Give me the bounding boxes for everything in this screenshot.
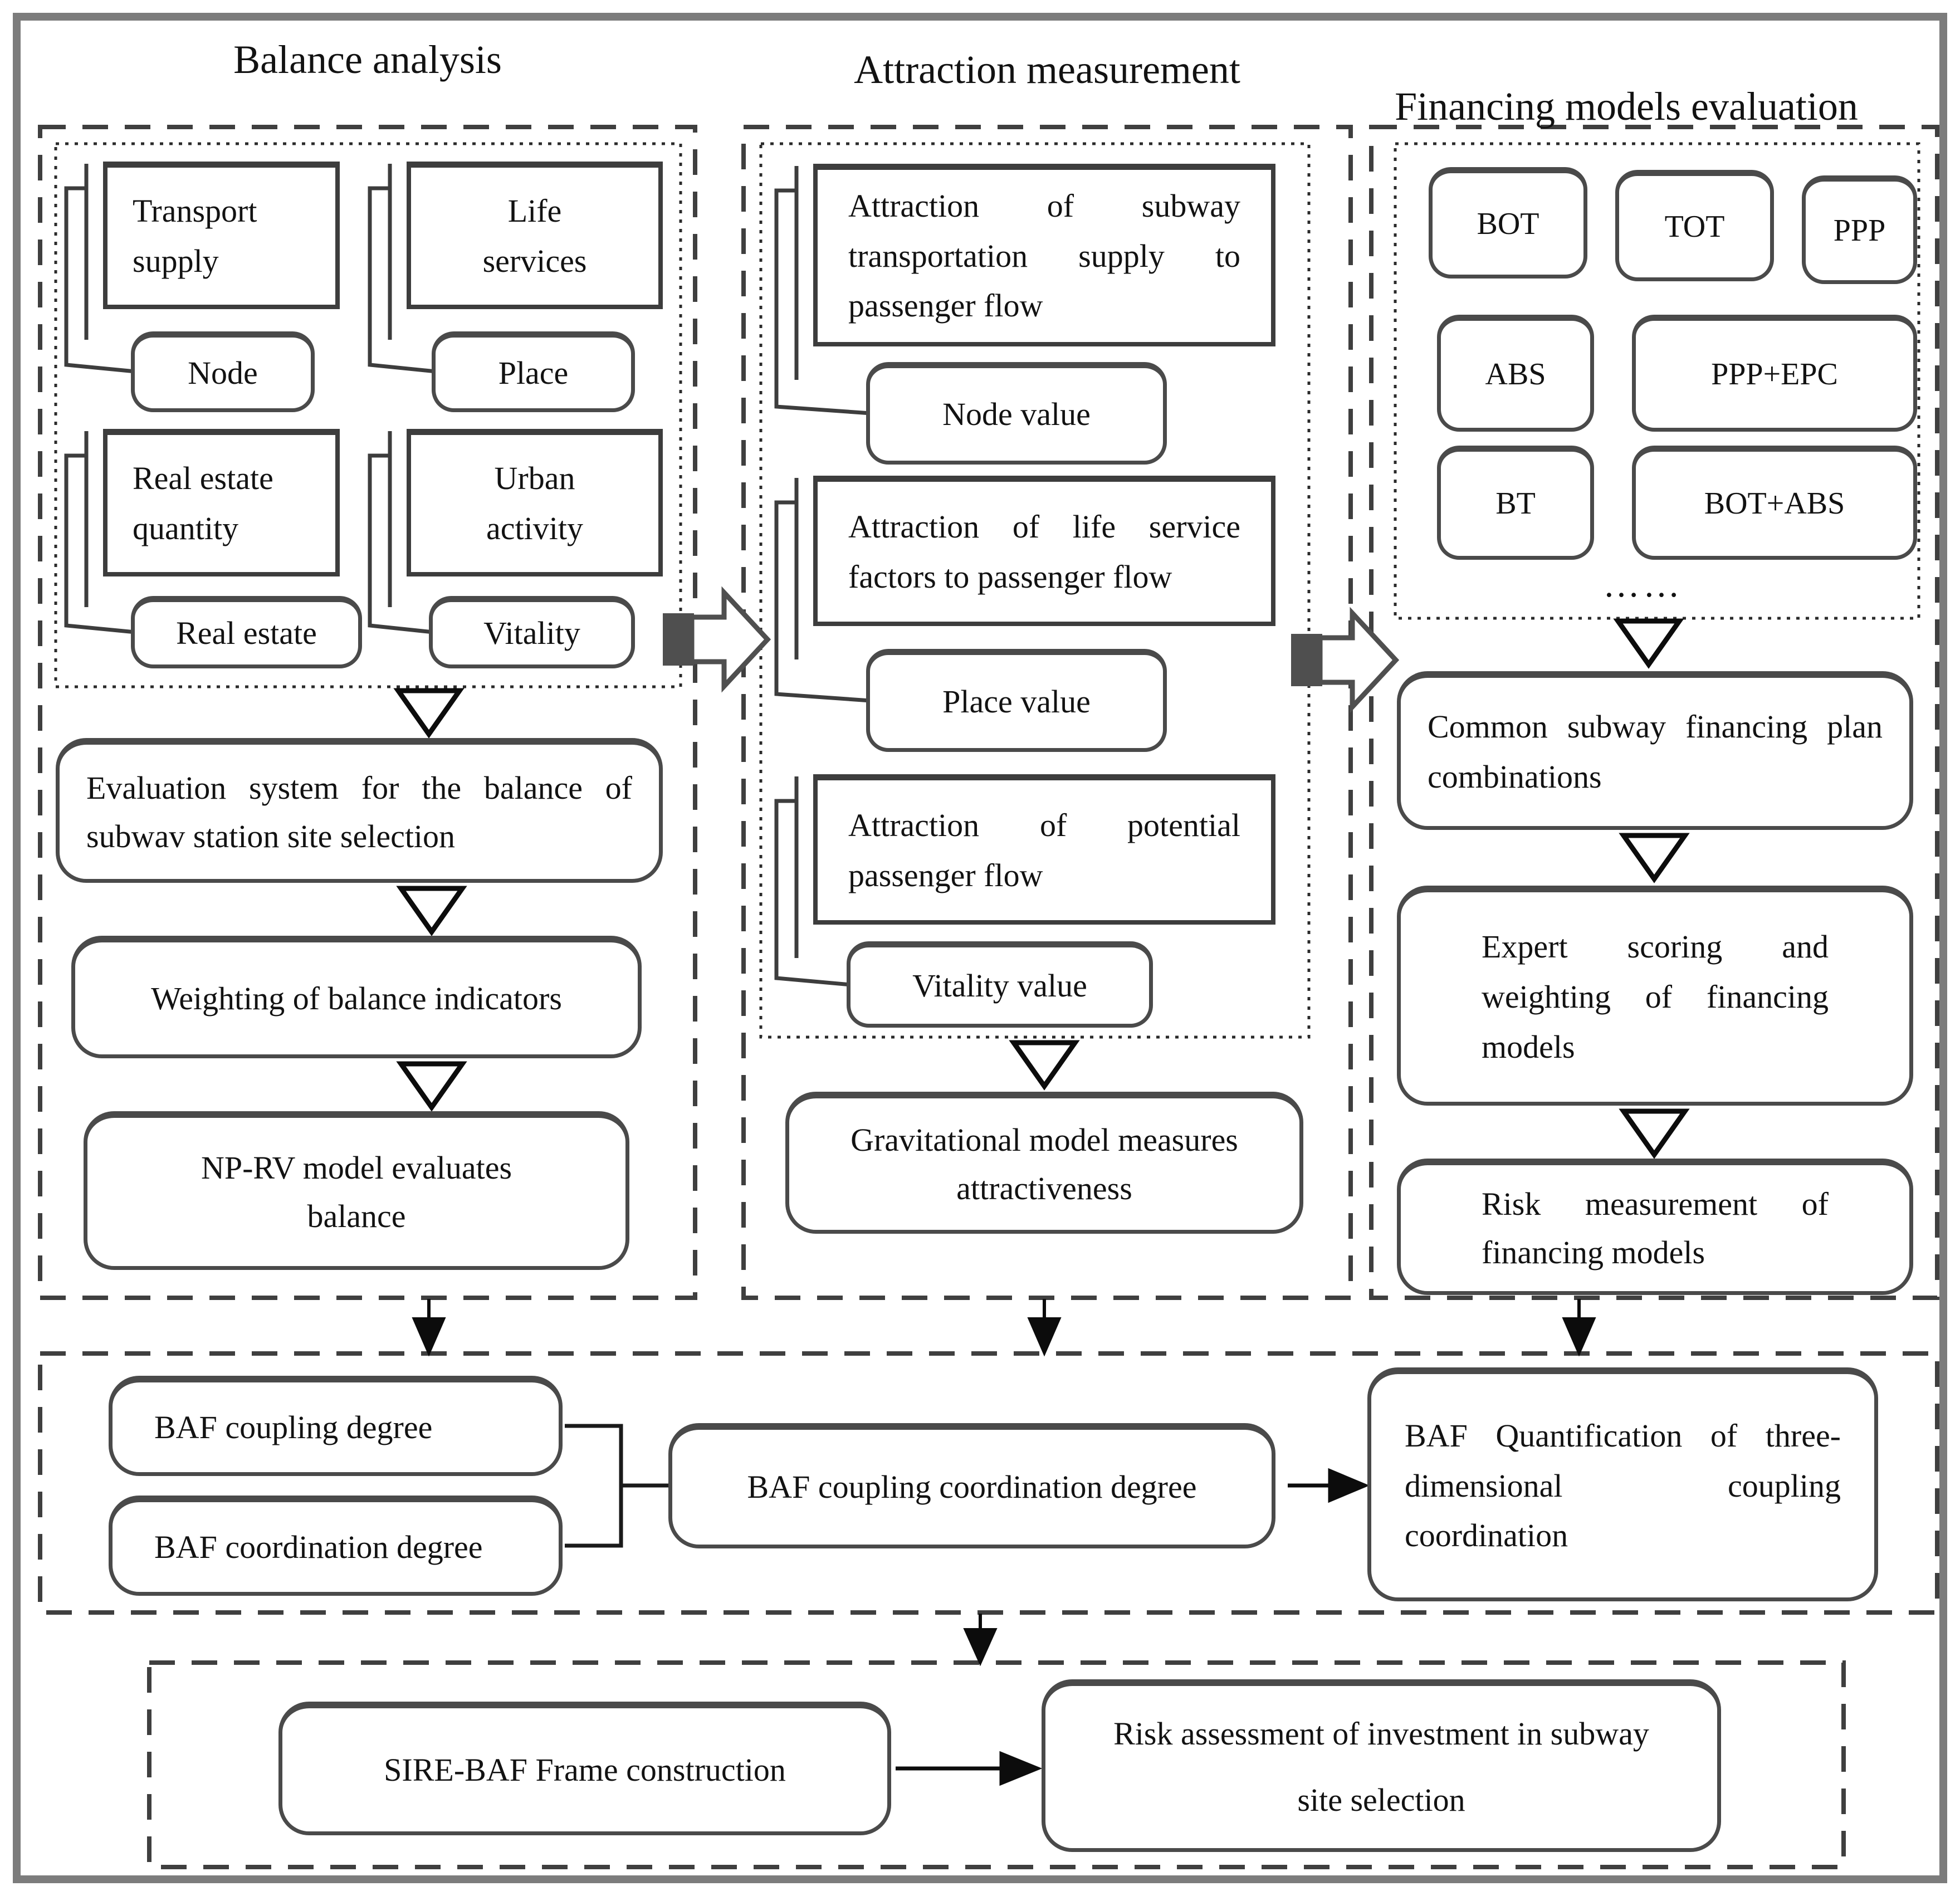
- value-node: Node: [131, 331, 315, 412]
- step-nprv-model: NP-RV model evaluates balance: [84, 1111, 629, 1270]
- financing-column-box: [1369, 125, 1939, 1300]
- baf-quantification-box: BAF Quantification of three-dimensional …: [1367, 1367, 1878, 1601]
- balance-column-box: [38, 125, 697, 1300]
- financing-models-box: [1394, 142, 1920, 620]
- right-arrow-icon: [1288, 1468, 1370, 1503]
- step-risk-measurement: Risk measurement of financing models: [1397, 1159, 1913, 1295]
- value-real-estate: Real estate: [131, 596, 362, 668]
- bracket-vitalityvalue: [774, 776, 852, 987]
- attraction-indicator-box: [759, 142, 1311, 1039]
- model-ppp-epc: PPP+EPC: [1632, 315, 1917, 432]
- bracket-nodevalue: [774, 166, 871, 416]
- factor-subway-supply-attraction: Attraction of subway transportation supp…: [813, 164, 1275, 346]
- value-vitality-value: Vitality value: [847, 941, 1153, 1028]
- bottom-section-box: [147, 1660, 1846, 1869]
- step-common-plan-combinations: Common subway financing plan combination…: [1397, 671, 1913, 830]
- flow-triangle-icon: [1619, 833, 1690, 883]
- down-arrow-icon: [963, 1614, 998, 1667]
- balance-column-title: Balance analysis: [233, 37, 502, 82]
- step-expert-scoring: Expert scoring and weighting of financin…: [1397, 886, 1913, 1106]
- block-arrow-right-icon: [1291, 607, 1400, 714]
- factor-transport-supply: Transport supply: [103, 162, 340, 309]
- factor-real-estate-quantity: Real estate quantity: [103, 429, 340, 576]
- step-weighting-indicators: Weighting of balance indicators: [71, 936, 642, 1058]
- right-arrow-icon: [896, 1751, 1043, 1786]
- baf-coupling-coordination-box: BAF coupling coordination degree: [668, 1423, 1275, 1548]
- factor-life-services: Life services: [407, 162, 663, 309]
- flow-triangle-icon: [396, 1061, 467, 1112]
- bracket-life-place: [368, 164, 437, 374]
- risk-assessment-box: Risk assessment of investment in subway …: [1042, 1679, 1721, 1852]
- flow-triangle-icon: [396, 886, 467, 936]
- down-arrow-icon: [1562, 1299, 1596, 1357]
- baf-coordination-degree-box: BAF coordination degree: [109, 1496, 563, 1596]
- model-bot-abs: BOT+ABS: [1632, 446, 1917, 560]
- attraction-column-box: [741, 125, 1353, 1300]
- bracket-realestate: [64, 431, 136, 634]
- down-arrow-icon: [1027, 1299, 1062, 1357]
- coupling-join-bracket: [565, 1424, 668, 1548]
- flow-triangle-icon: [393, 688, 465, 739]
- model-ppp: PPP: [1802, 175, 1917, 284]
- model-bt: BT: [1437, 446, 1594, 560]
- model-abs: ABS: [1437, 315, 1594, 432]
- model-bot: BOT: [1429, 167, 1587, 278]
- bracket-placevalue: [774, 478, 871, 703]
- flow-triangle-icon: [1613, 618, 1684, 669]
- model-tot: TOT: [1615, 170, 1774, 281]
- sire-baf-frame-box: SIRE-BAF Frame construction: [278, 1702, 891, 1835]
- bracket-transport-node: [64, 164, 136, 374]
- bracket-urban-vitality: [368, 431, 434, 634]
- step-gravitational-model: Gravitational model measures attractiven…: [785, 1092, 1303, 1234]
- factor-potential-flow-attraction: Attraction of potential passenger flow: [813, 774, 1275, 925]
- value-place-value: Place value: [866, 649, 1167, 752]
- flow-triangle-icon: [1009, 1040, 1080, 1091]
- down-arrow-icon: [412, 1299, 446, 1357]
- block-arrow-right-icon: [663, 586, 771, 693]
- factor-life-service-attraction: Attraction of life service factors to pa…: [813, 476, 1275, 626]
- factor-urban-activity: Urban activity: [407, 429, 663, 576]
- outer-frame: [13, 13, 1947, 1883]
- attraction-column-title: Attraction measurement: [854, 47, 1240, 92]
- step-evaluation-system: Evaluation system for the balance of sub…: [56, 738, 663, 883]
- value-vitality: Vitality: [429, 596, 635, 668]
- baf-coupling-degree-box: BAF coupling degree: [109, 1376, 563, 1476]
- coupling-section-box: [38, 1351, 1939, 1615]
- models-ellipsis: ……: [1560, 561, 1727, 609]
- financing-column-title: Financing models evaluation: [1395, 84, 1858, 129]
- balance-indicator-box: [54, 142, 682, 688]
- value-node-value: Node value: [866, 362, 1167, 465]
- flow-triangle-icon: [1619, 1108, 1690, 1159]
- value-place: Place: [432, 331, 635, 412]
